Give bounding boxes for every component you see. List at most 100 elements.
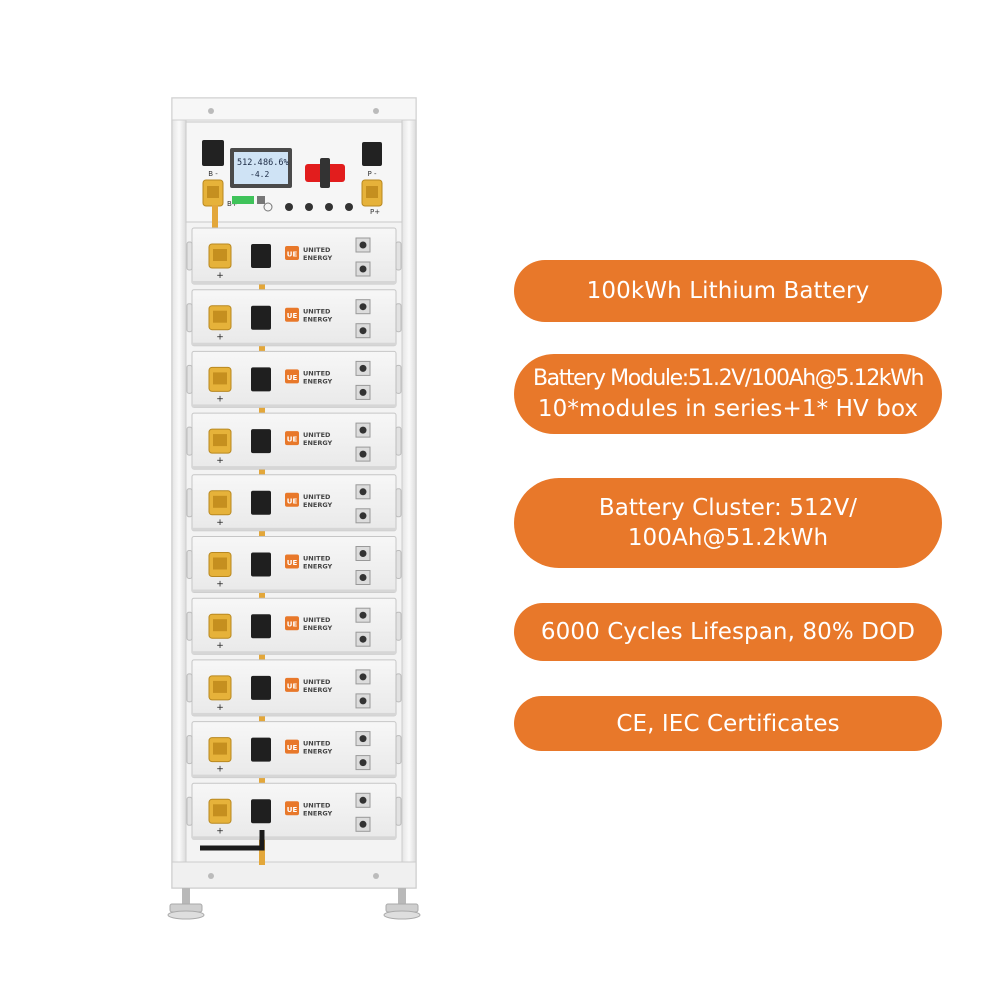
svg-text:B -: B - (208, 170, 218, 178)
positive-terminal: + (208, 366, 232, 404)
svg-text:UNITED: UNITED (303, 308, 331, 316)
svg-text:UNITED: UNITED (303, 431, 331, 439)
svg-text:+: + (216, 518, 224, 528)
negative-terminal (251, 675, 271, 700)
svg-text:UE: UE (287, 744, 298, 752)
negative-terminal (251, 552, 271, 577)
svg-text:+: + (216, 580, 224, 590)
positive-terminal: + (208, 243, 232, 281)
svg-text:UNITED: UNITED (303, 801, 331, 809)
negative-terminal (251, 737, 271, 762)
negative-terminal (251, 799, 271, 824)
feature-module: Battery Module:51.2V/100Ah@5.12kWh 10*mo… (514, 354, 942, 434)
positive-terminal: + (208, 305, 232, 343)
svg-text:+: + (216, 333, 224, 343)
lcd-screen (234, 152, 288, 184)
svg-text:UNITED: UNITED (303, 493, 331, 501)
svg-text:+: + (216, 271, 224, 281)
svg-text:ENERGY: ENERGY (303, 316, 333, 324)
svg-text:P -: P - (368, 170, 377, 178)
svg-text:+: + (216, 826, 224, 836)
hv-box: B - B+ 512.4 86.6% -4.2 P - P+ (185, 121, 403, 223)
feature-cluster: Battery Cluster: 512V/ 100Ah@51.2kWh (514, 478, 942, 568)
p-minus-socket (362, 142, 382, 166)
svg-text:UNITED: UNITED (303, 246, 331, 254)
svg-text:ENERGY: ENERGY (303, 563, 333, 571)
negative-terminal (251, 367, 271, 392)
svg-text:UE: UE (287, 436, 298, 444)
b-minus-socket (202, 140, 224, 166)
battery-modules: +UEUNITEDENERGY+UEUNITEDENERGY+UEUNITEDE… (186, 205, 402, 865)
svg-text:ENERGY: ENERGY (303, 377, 333, 385)
svg-text:UE: UE (287, 806, 298, 814)
svg-text:ENERGY: ENERGY (303, 748, 333, 756)
negative-terminal (251, 429, 271, 454)
positive-terminal: + (208, 737, 232, 775)
negative-terminal (251, 244, 271, 268)
feature-cycles: 6000 Cycles Lifespan, 80% DOD (514, 603, 942, 661)
positive-terminal: + (208, 675, 232, 713)
svg-text:+: + (216, 641, 224, 651)
positive-terminal: + (208, 428, 232, 466)
svg-text:UE: UE (287, 374, 298, 382)
lcd-soc: 86.6% (263, 158, 289, 168)
svg-text:ENERGY: ENERGY (303, 624, 333, 632)
svg-text:ENERGY: ENERGY (303, 254, 333, 262)
svg-text:UE: UE (287, 682, 298, 690)
negative-terminal (251, 490, 271, 515)
svg-text:UE: UE (287, 251, 298, 259)
positive-terminal: + (208, 552, 232, 590)
positive-terminal: + (208, 798, 232, 836)
svg-text:+: + (216, 703, 224, 713)
lcd-current: -4.2 (250, 170, 269, 179)
svg-text:UE: UE (287, 497, 298, 505)
feature-certificates: CE, IEC Certificates (514, 696, 942, 751)
svg-text:UE: UE (287, 621, 298, 629)
svg-text:+: + (216, 394, 224, 404)
feature-list: 100kWh Lithium Battery Battery Module:51… (514, 0, 944, 1000)
svg-text:UNITED: UNITED (303, 616, 331, 624)
svg-text:UE: UE (287, 559, 298, 567)
svg-text:UE: UE (287, 312, 298, 320)
lcd-voltage: 512.4 (237, 158, 263, 168)
svg-text:UNITED: UNITED (303, 740, 331, 748)
svg-text:+: + (216, 765, 224, 775)
negative-cable (200, 830, 265, 851)
positive-terminal: + (208, 490, 232, 528)
feature-capacity: 100kWh Lithium Battery (514, 260, 942, 322)
svg-text:ENERGY: ENERGY (303, 501, 333, 509)
negative-terminal (251, 305, 271, 330)
svg-text:UNITED: UNITED (303, 369, 331, 377)
svg-text:UNITED: UNITED (303, 555, 331, 563)
positive-terminal: + (208, 613, 232, 651)
svg-text:P+: P+ (370, 208, 380, 216)
svg-text:UNITED: UNITED (303, 678, 331, 686)
svg-text:ENERGY: ENERGY (303, 686, 333, 694)
cabinet-feet (167, 888, 421, 920)
svg-text:ENERGY: ENERGY (303, 809, 333, 817)
svg-text:+: + (216, 456, 224, 466)
negative-terminal (251, 614, 271, 639)
svg-text:ENERGY: ENERGY (303, 439, 333, 447)
